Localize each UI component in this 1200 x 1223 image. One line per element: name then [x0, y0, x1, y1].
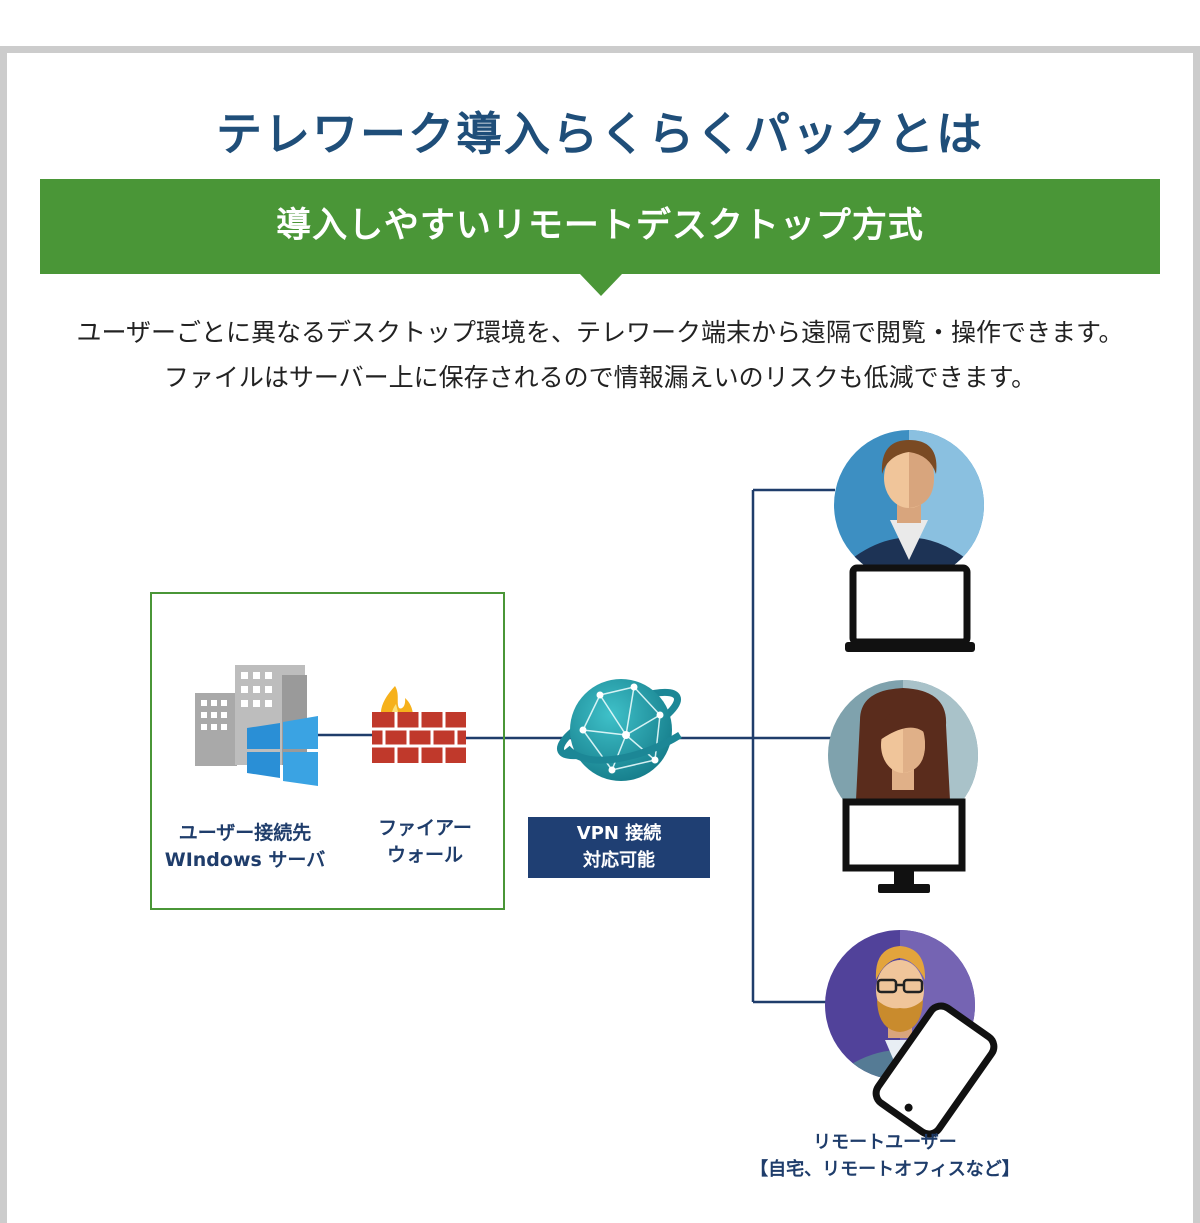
- vpn-label-line-1: VPN 接続: [576, 823, 662, 844]
- laptop-icon: [845, 564, 975, 652]
- vpn-badge: VPN 接続 対応可能: [528, 817, 710, 878]
- firewall-label: ファイアー ウォール: [350, 815, 500, 869]
- green-banner: 導入しやすいリモートデスクトップ方式: [40, 179, 1160, 274]
- firewall-label-line-2: ウォール: [386, 844, 463, 866]
- firewall-label-line-1: ファイアー: [378, 817, 472, 839]
- windows-logo-icon: [247, 716, 318, 786]
- banner-arrow: [580, 274, 622, 296]
- remote-label-line-2: 【自宅、リモートオフィスなど】: [750, 1159, 1020, 1180]
- remote-label-line-1: リモートユーザー: [813, 1132, 957, 1153]
- description-line-1: ユーザーごとに異なるデスクトップ環境を、テレワーク端末から遠隔で閲覧・操作できま…: [76, 318, 1124, 347]
- outer-frame: [0, 46, 1200, 1223]
- vpn-label-line-2: 対応可能: [583, 850, 655, 871]
- building-icon: [195, 665, 307, 766]
- firewall-icon: [372, 686, 466, 763]
- server-label: ユーザー接続先 WIndows サーバ: [160, 820, 330, 874]
- remote-user-label: リモートユーザー 【自宅、リモートオフィスなど】: [720, 1129, 1050, 1183]
- smartphone-icon: [872, 1002, 998, 1138]
- server-label-line-1: ユーザー接続先: [178, 822, 312, 844]
- monitor-icon: [842, 798, 966, 893]
- banner-heading: 導入しやすいリモートデスクトップ方式: [276, 206, 924, 246]
- server-group-box: [150, 592, 505, 910]
- description-line-2: ファイルはサーバー上に保存されるので情報漏えいのリスクも低減できます。: [163, 363, 1037, 392]
- page-title: テレワーク導入らくらくパックとは: [216, 107, 984, 161]
- vpn-badge-text: VPN 接続 対応可能: [528, 820, 710, 874]
- network-globe-icon: [556, 679, 682, 781]
- server-label-line-2: WIndows サーバ: [164, 849, 326, 871]
- connector-lines: [318, 488, 835, 1004]
